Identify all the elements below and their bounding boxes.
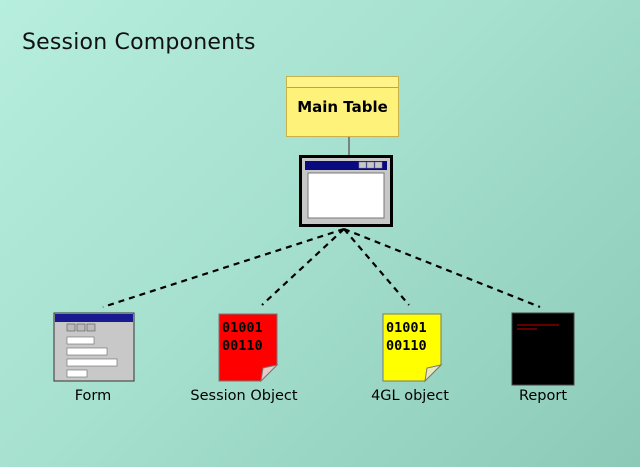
link-form bbox=[102, 227, 345, 309]
session-window-icon bbox=[299, 155, 393, 227]
report-icon bbox=[511, 312, 575, 386]
session-object-binary-line-2: 00110 bbox=[222, 338, 263, 354]
session-object-icon bbox=[218, 313, 279, 383]
fourgl-object-binary-line-2: 00110 bbox=[386, 338, 427, 354]
link-session-object bbox=[261, 228, 345, 306]
link-4gl-object bbox=[343, 228, 410, 306]
main-table-header bbox=[287, 77, 398, 88]
fourgl-object-binary-line-1: 01001 bbox=[386, 320, 427, 336]
session-object-binary-line-1: 01001 bbox=[222, 320, 263, 336]
main-table-label: Main Table bbox=[297, 98, 388, 116]
form-icon bbox=[53, 312, 135, 382]
session-object-label: Session Object bbox=[190, 388, 298, 404]
session-object-binary: 01001 00110 bbox=[222, 319, 263, 355]
main-table-box: Main Table bbox=[286, 76, 399, 137]
page-title: Session Components bbox=[22, 30, 256, 55]
fourgl-object-icon bbox=[382, 313, 443, 383]
form-label: Form bbox=[74, 388, 112, 404]
fourgl-object-binary: 01001 00110 bbox=[386, 319, 427, 355]
fourgl-object-label: 4GL object bbox=[371, 388, 449, 404]
report-label: Report bbox=[518, 388, 568, 404]
link-report bbox=[343, 227, 541, 309]
